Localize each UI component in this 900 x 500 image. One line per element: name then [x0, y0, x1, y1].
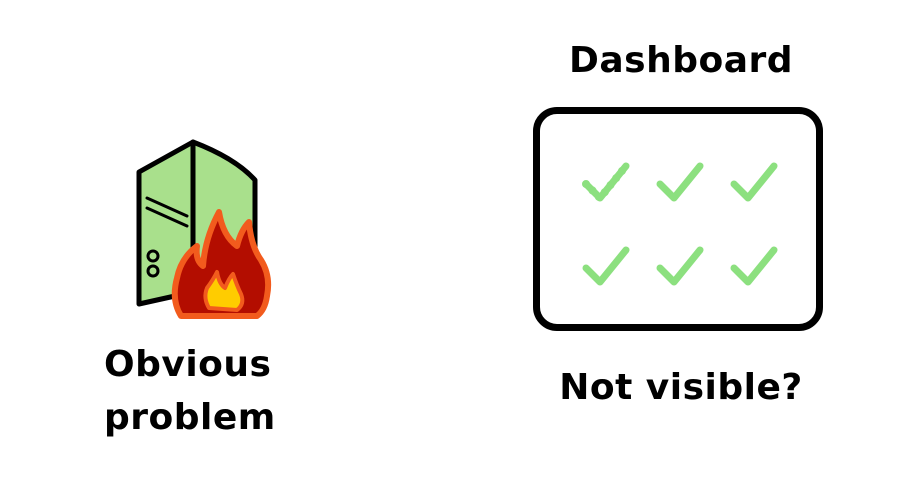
server-on-fire-illustration	[136, 139, 272, 319]
problem-caption-line2: problem	[104, 397, 276, 438]
fire-icon	[171, 209, 272, 319]
checkmark-icon	[730, 162, 778, 202]
checkmark-icon	[656, 246, 704, 286]
problem-caption: Obvious problem	[104, 338, 276, 444]
problem-caption-line1: Obvious	[104, 344, 272, 385]
checkmark-icon	[730, 246, 778, 286]
checkmark-icon	[582, 162, 630, 202]
dashboard-caption: Not visible?	[559, 367, 803, 408]
checkmark-icon	[656, 162, 704, 202]
dashboard-frame	[533, 107, 823, 331]
dashboard-title: Dashboard	[568, 40, 794, 81]
checkmark-icon	[582, 246, 630, 286]
